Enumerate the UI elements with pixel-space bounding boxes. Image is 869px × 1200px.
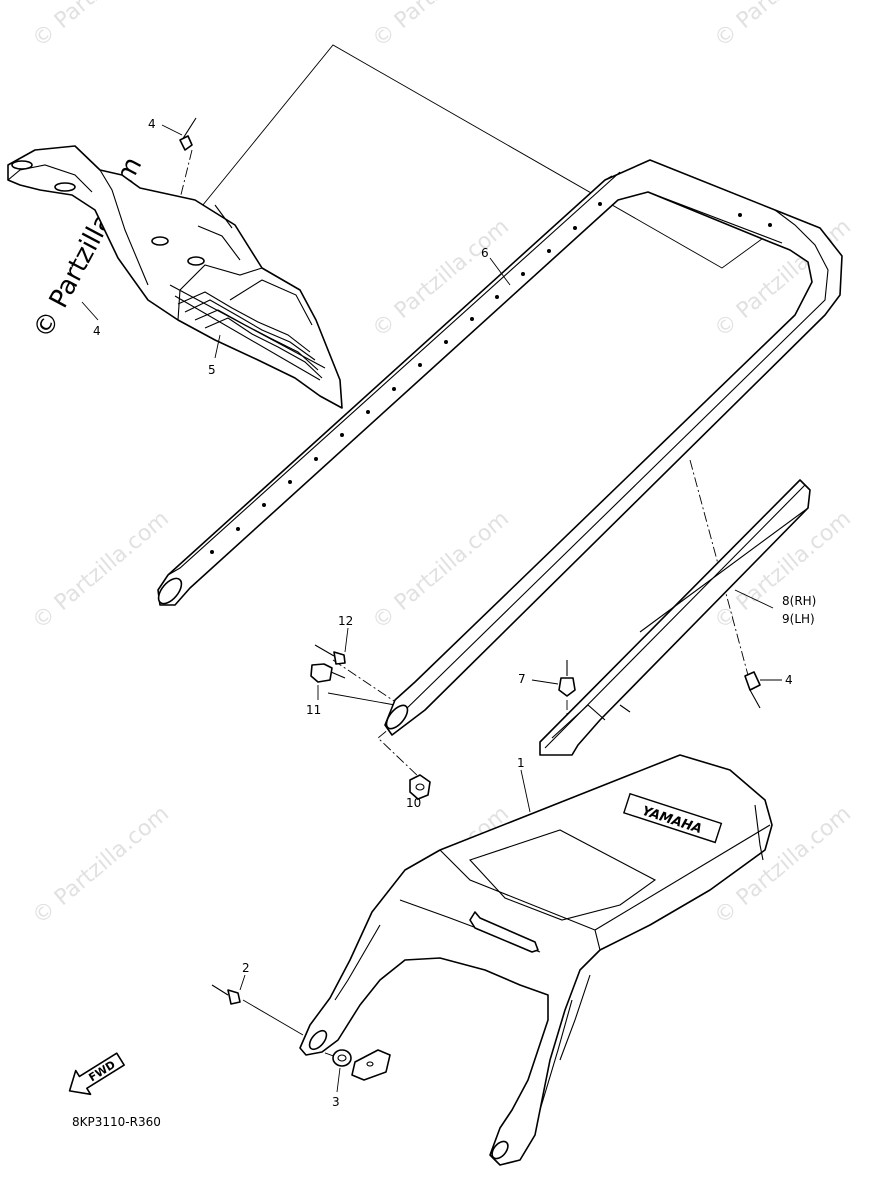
callout-11: 11	[306, 703, 321, 717]
callout-4-left: 4	[93, 324, 101, 338]
part-4-rivet-right	[744, 671, 761, 709]
reference-line	[689, 459, 753, 691]
watermark: © Partzilla.com	[710, 0, 856, 53]
reference-line	[149, 44, 778, 271]
callout-10: 10	[406, 796, 421, 810]
callout-numbers: 4 4 5 6 8(RH) 9(LH) 12 11 7 4 10 1 2 3	[93, 117, 816, 1109]
part-4-rivet-top	[179, 117, 197, 151]
part-1-seat: YAMAHA	[299, 754, 773, 1166]
callout-4-top: 4	[148, 117, 156, 131]
part-7-rivet	[558, 660, 576, 697]
callout-8-rh: 8(RH)	[782, 594, 816, 608]
part-8-9-side-rail	[539, 479, 811, 756]
callout-6: 6	[481, 246, 489, 260]
callout-2: 2	[242, 961, 250, 975]
callout-1: 1	[517, 756, 525, 770]
watermark: © Partzilla.com	[28, 0, 174, 53]
watermark: © Partzilla.com	[28, 801, 174, 929]
callout-leaders	[81, 124, 782, 1093]
callout-4-right: 4	[785, 673, 793, 687]
callout-12: 12	[338, 614, 353, 628]
part-3-grommet	[332, 1049, 391, 1081]
fwd-arrow: FWD	[68, 1052, 125, 1096]
callout-3: 3	[332, 1095, 340, 1109]
part-2-rivet	[211, 984, 241, 1005]
watermark: © Partzilla.com	[368, 214, 514, 342]
callout-9-lh: 9(LH)	[782, 612, 815, 626]
reference-line	[332, 659, 401, 706]
reference-line	[242, 999, 304, 1036]
reference-line	[327, 692, 396, 706]
callout-5: 5	[208, 363, 216, 377]
part-10-nut	[409, 774, 431, 800]
watermark: © Partzilla.com	[28, 506, 174, 634]
part-11-bolt	[310, 663, 346, 683]
watermark: © Partzilla.com	[368, 0, 514, 53]
part-6-frame-bar	[157, 159, 843, 736]
callout-7: 7	[518, 672, 526, 686]
part-12-rivet	[314, 644, 346, 665]
part-5-flap	[7, 145, 343, 409]
diagram-code: 8KP3110-R360	[72, 1115, 161, 1129]
